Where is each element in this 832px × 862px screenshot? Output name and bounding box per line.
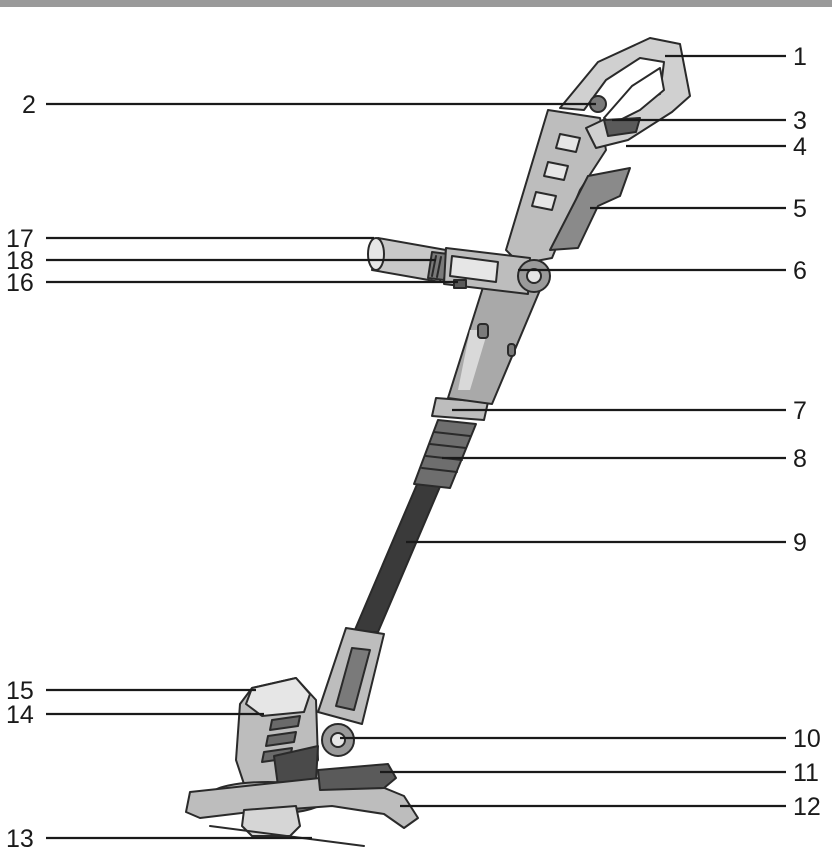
callout-10: 10 bbox=[793, 725, 821, 753]
telescopic-collar bbox=[413, 419, 477, 489]
lower-shaft bbox=[353, 481, 443, 633]
lower-neck-stripe bbox=[335, 647, 371, 711]
callout-7: 7 bbox=[793, 397, 807, 425]
callout-8: 8 bbox=[793, 445, 807, 473]
callout-5: 5 bbox=[793, 195, 807, 223]
trigger-switch bbox=[603, 117, 641, 137]
shaft-slot-2 bbox=[507, 343, 516, 357]
ventilation-slots bbox=[261, 715, 301, 763]
auxiliary-handle bbox=[367, 237, 551, 295]
pivot-knob-center bbox=[330, 732, 346, 748]
callout-13: 13 bbox=[6, 825, 34, 853]
callout-14: 14 bbox=[6, 701, 34, 729]
callout-3: 3 bbox=[793, 107, 807, 135]
callout-11: 11 bbox=[793, 759, 819, 787]
callout-leaders bbox=[46, 54, 786, 840]
callout-2: 2 bbox=[22, 91, 36, 119]
callout-12: 12 bbox=[793, 793, 821, 821]
callout-numbers: 1 2 3 4 5 6 7 8 9 10 11 12 13 14 15 16 1… bbox=[6, 43, 821, 853]
upper-shaft-highlight bbox=[458, 330, 488, 390]
shaft-slot bbox=[477, 323, 489, 339]
callout-1: 1 bbox=[793, 43, 807, 71]
callout-16: 16 bbox=[6, 269, 34, 297]
callout-17: 17 bbox=[6, 225, 34, 253]
callout-18: 18 bbox=[6, 247, 34, 275]
cutting-line bbox=[209, 825, 365, 847]
callout-15: 15 bbox=[6, 677, 34, 705]
handle-grip-ribs bbox=[531, 133, 581, 211]
motor-top-cap bbox=[245, 677, 311, 717]
callout-4: 4 bbox=[793, 133, 807, 161]
callout-6: 6 bbox=[793, 257, 807, 285]
callout-9: 9 bbox=[793, 529, 807, 557]
top-rule bbox=[0, 0, 832, 7]
grass-trimmer-illustration bbox=[185, 37, 691, 847]
edge-guide bbox=[317, 763, 397, 791]
